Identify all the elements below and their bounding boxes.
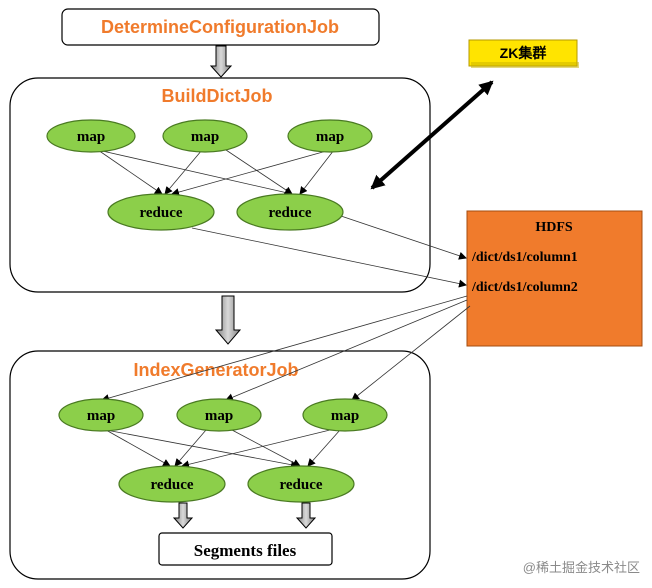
- zk-double-arrow-icon: [370, 80, 494, 190]
- hdfs-box: HDFS /dict/ds1/column1 /dict/ds1/column2: [466, 210, 643, 347]
- svg-text:map: map: [191, 129, 219, 145]
- segment-arrow-down-icon: [295, 502, 317, 529]
- build-dict-job-title: BuildDictJob: [162, 86, 273, 106]
- flow-arrow-down-icon: [209, 45, 233, 78]
- svg-text:map: map: [316, 129, 344, 145]
- hdfs-path-1: /dict/ds1/column1: [471, 250, 578, 265]
- zk-cluster-box: ZK集群: [468, 39, 579, 68]
- build-dict-map-3: map: [287, 119, 373, 153]
- watermark-label: @稀土掘金技术社区: [523, 560, 640, 575]
- svg-text:reduce: reduce: [150, 477, 193, 493]
- svg-text:reduce: reduce: [279, 477, 322, 493]
- hdfs-title: HDFS: [535, 220, 573, 235]
- svg-text:map: map: [205, 408, 233, 424]
- segment-arrow-down-icon: [172, 502, 194, 529]
- index-generator-edges: [105, 429, 341, 469]
- build-dict-edges: [97, 149, 467, 288]
- index-generator-map-3: map: [302, 398, 388, 432]
- determine-job-title: DetermineConfigurationJob: [101, 17, 339, 37]
- index-generator-map-1: map: [58, 398, 144, 432]
- svg-text:reduce: reduce: [139, 205, 182, 221]
- index-generator-reduce-1: reduce: [118, 465, 226, 503]
- svg-text:map: map: [87, 408, 115, 424]
- segments-files-box: Segments files: [158, 532, 333, 566]
- build-dict-map-1: map: [46, 119, 136, 153]
- build-dict-reduce-1: reduce: [107, 193, 215, 231]
- index-generator-job-title: IndexGeneratorJob: [133, 360, 298, 380]
- zk-cluster-label: ZK集群: [500, 45, 547, 61]
- svg-text:reduce: reduce: [268, 205, 311, 221]
- index-generator-reduce-2: reduce: [247, 465, 355, 503]
- index-generator-map-2: map: [176, 398, 262, 432]
- build-dict-job-container: BuildDictJob: [9, 77, 431, 293]
- build-dict-reduce-2: reduce: [236, 193, 344, 231]
- segments-files-label: Segments files: [194, 541, 297, 560]
- hdfs-path-2: /dict/ds1/column2: [471, 280, 578, 295]
- hdfs-to-map-edges: [101, 295, 471, 402]
- determine-configuration-job: DetermineConfigurationJob: [61, 8, 380, 46]
- svg-text:map: map: [331, 408, 359, 424]
- build-dict-map-2: map: [162, 119, 248, 153]
- flow-arrow-down-icon: [214, 295, 242, 345]
- svg-text:map: map: [77, 129, 105, 145]
